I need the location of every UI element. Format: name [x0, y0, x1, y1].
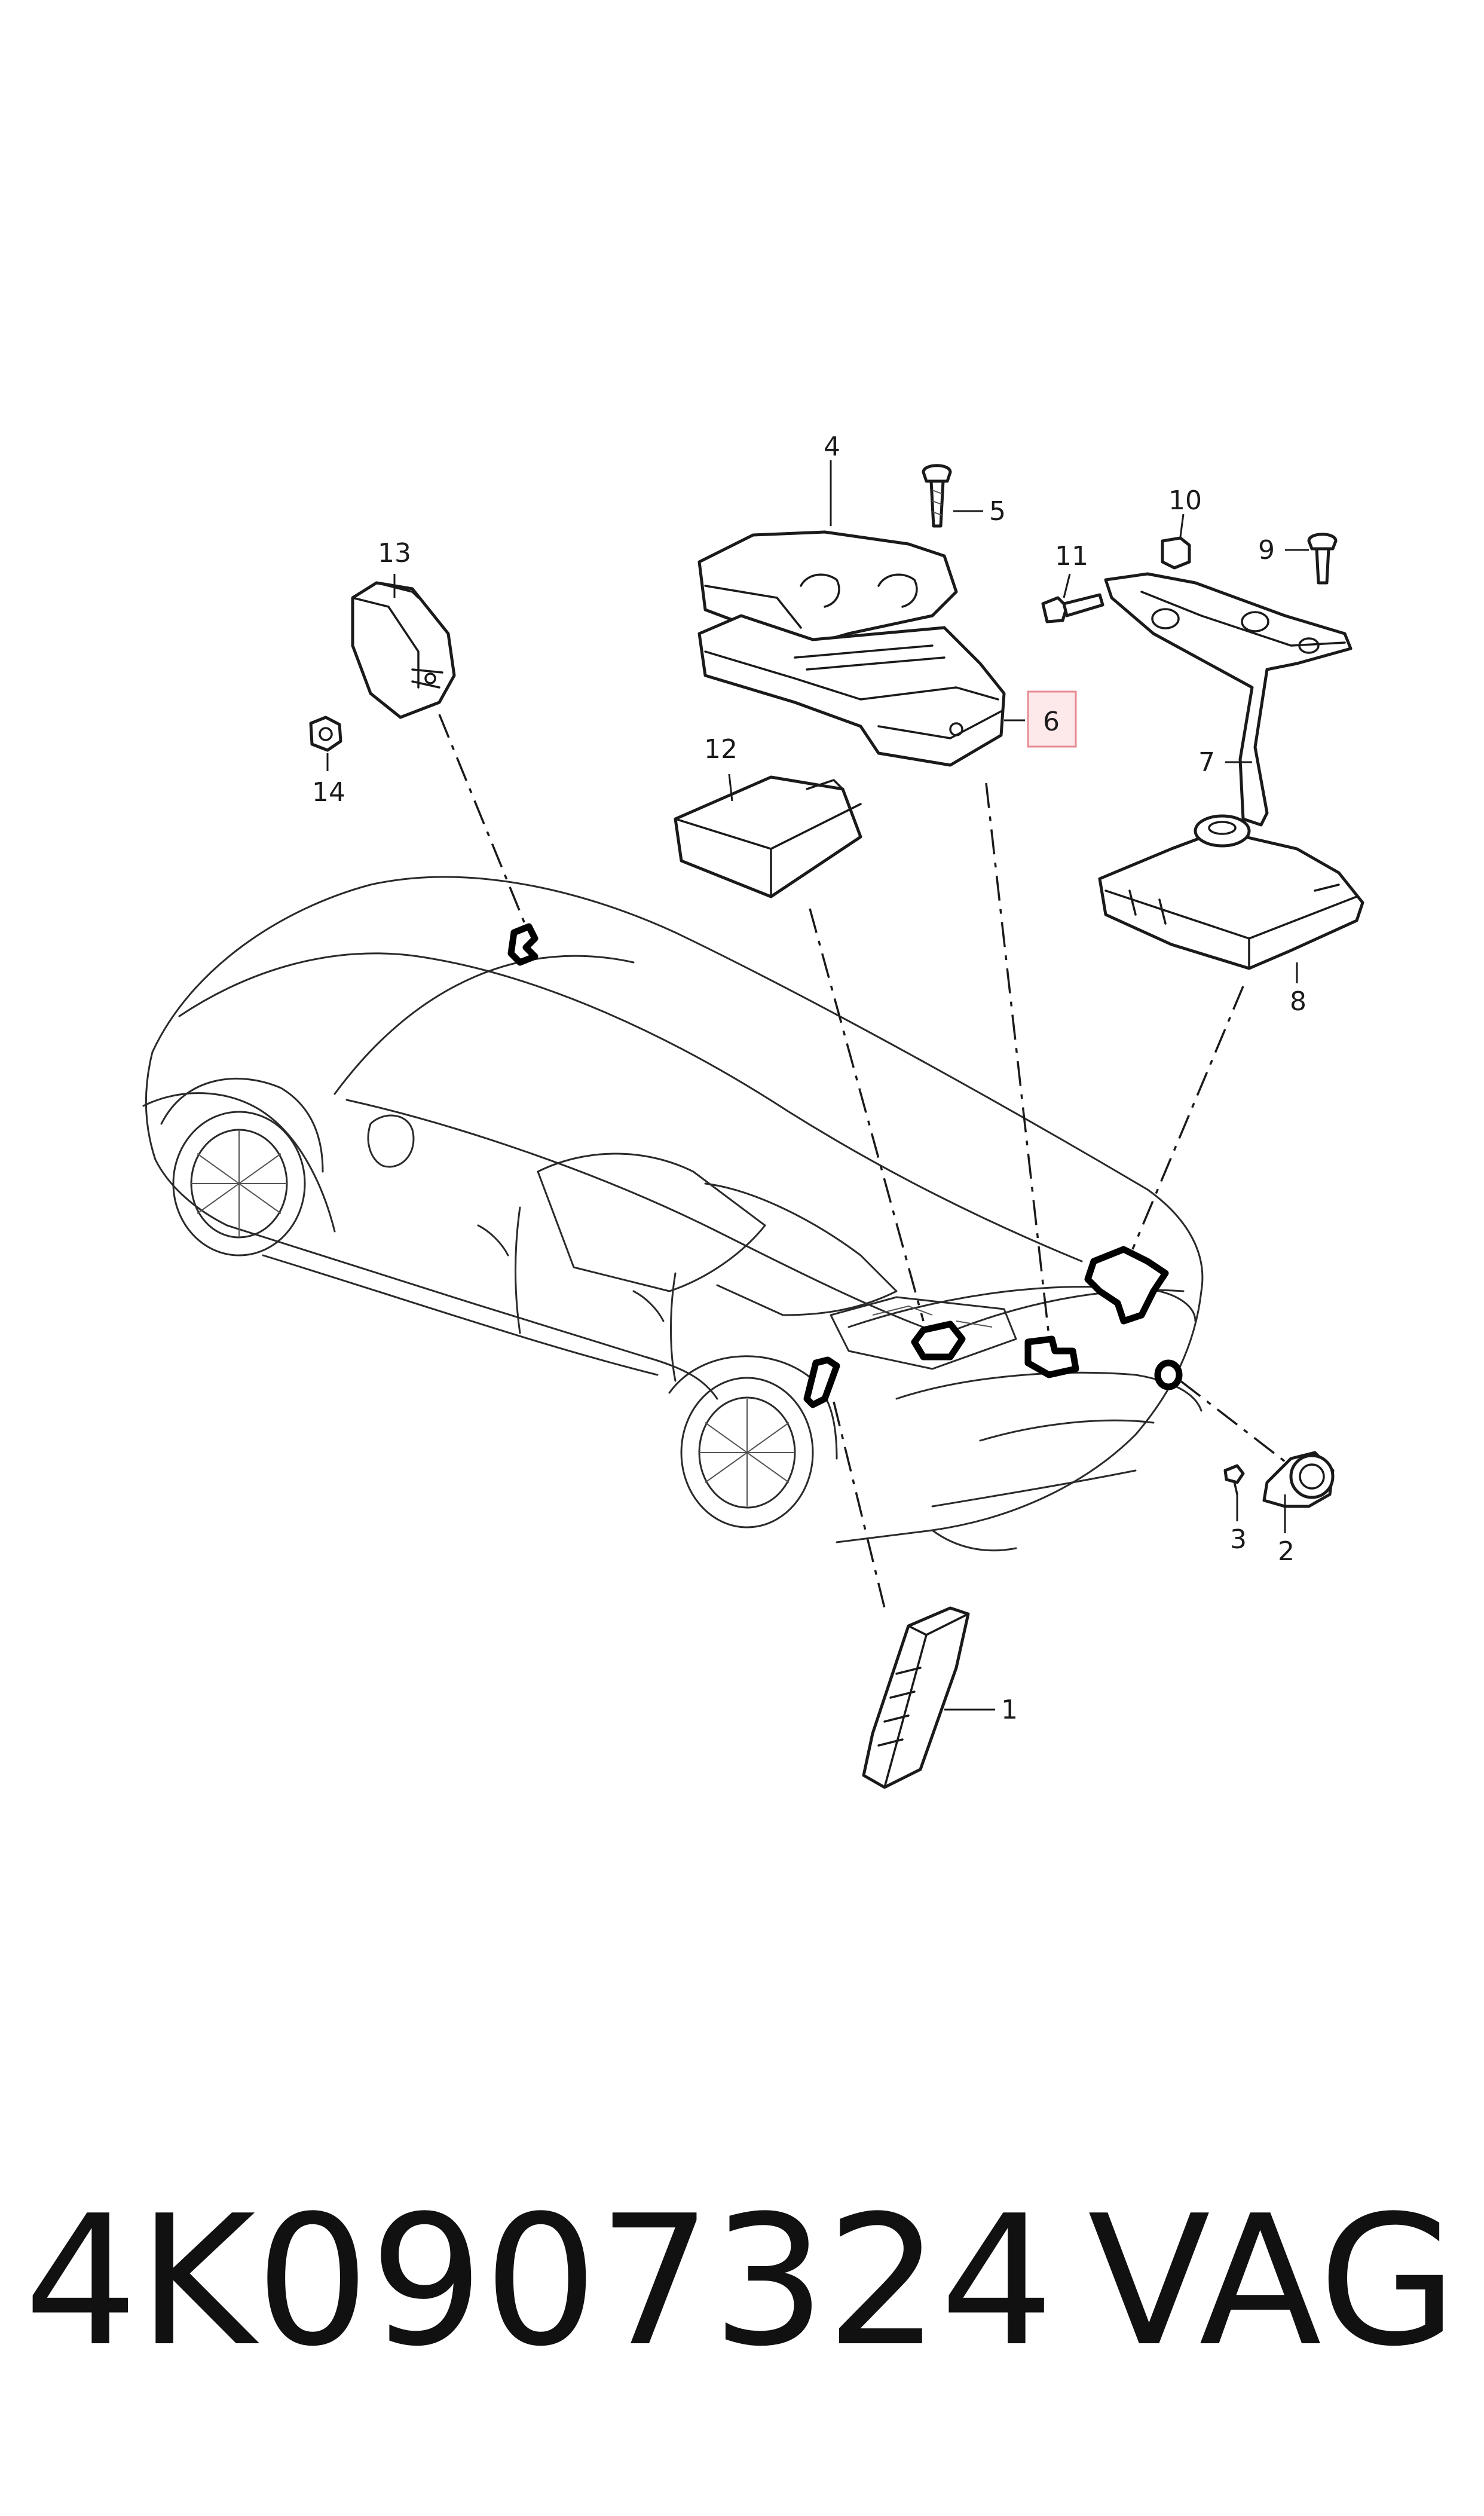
assignment-lines — [438, 714, 1286, 1609]
callout-numbers: 1 2 3 4 5 6 7 8 9 10 11 12 13 14 — [312, 432, 1306, 1725]
brand-label: VAG — [1088, 2177, 1457, 2386]
callout-7[interactable]: 7 — [1198, 747, 1215, 778]
location-marker-13 — [507, 923, 538, 966]
location-marker-8 — [1084, 1246, 1169, 1325]
part-3-screw — [1223, 1464, 1245, 1496]
location-marker-1 — [803, 1356, 840, 1408]
callout-5[interactable]: 5 — [989, 496, 1006, 527]
callout-8[interactable]: 8 — [1290, 986, 1306, 1017]
part-13-sensor — [351, 581, 456, 719]
callout-6-highlight — [1027, 690, 1077, 748]
part-8-airbag-control-unit — [1098, 814, 1364, 970]
callout-13[interactable]: 13 — [378, 538, 411, 568]
callout-6[interactable]: 6 — [1043, 707, 1060, 737]
callout-10[interactable]: 10 — [1168, 485, 1202, 516]
callout-12[interactable]: 12 — [704, 734, 738, 765]
part-11-bolt — [1041, 593, 1104, 623]
callout-11[interactable]: 11 — [1055, 541, 1088, 571]
part-2-sensor — [1262, 1451, 1335, 1508]
part-1-module — [862, 1606, 970, 1789]
callout-leaders — [326, 460, 1309, 1711]
part-9-screw — [1307, 533, 1338, 585]
callout-2[interactable]: 2 — [1278, 1536, 1295, 1567]
part-12-control-unit — [674, 775, 862, 898]
front-wheel — [160, 1078, 324, 1257]
callout-14[interactable]: 14 — [312, 777, 345, 808]
part-7-bracket — [1104, 572, 1353, 827]
part-number-label: 4K0907324 — [24, 2177, 1054, 2386]
rear-wheel — [668, 1355, 838, 1528]
part-6-housing-base — [697, 614, 1006, 767]
car-body-illustration — [142, 876, 1204, 1552]
part-10-nut — [1161, 536, 1191, 570]
part-5-screw — [922, 464, 952, 528]
part-14-nut — [309, 716, 342, 752]
location-marker-12 — [911, 1320, 966, 1361]
callout-3[interactable]: 3 — [1230, 1524, 1247, 1555]
location-marker-6 — [1024, 1335, 1079, 1378]
part-4-housing-cover — [697, 530, 958, 647]
callout-1[interactable]: 1 — [1001, 1695, 1018, 1725]
installation-location-markers — [507, 923, 1183, 1408]
callout-9[interactable]: 9 — [1258, 535, 1275, 565]
callout-4[interactable]: 4 — [824, 432, 840, 462]
location-marker-2 — [1154, 1359, 1183, 1390]
